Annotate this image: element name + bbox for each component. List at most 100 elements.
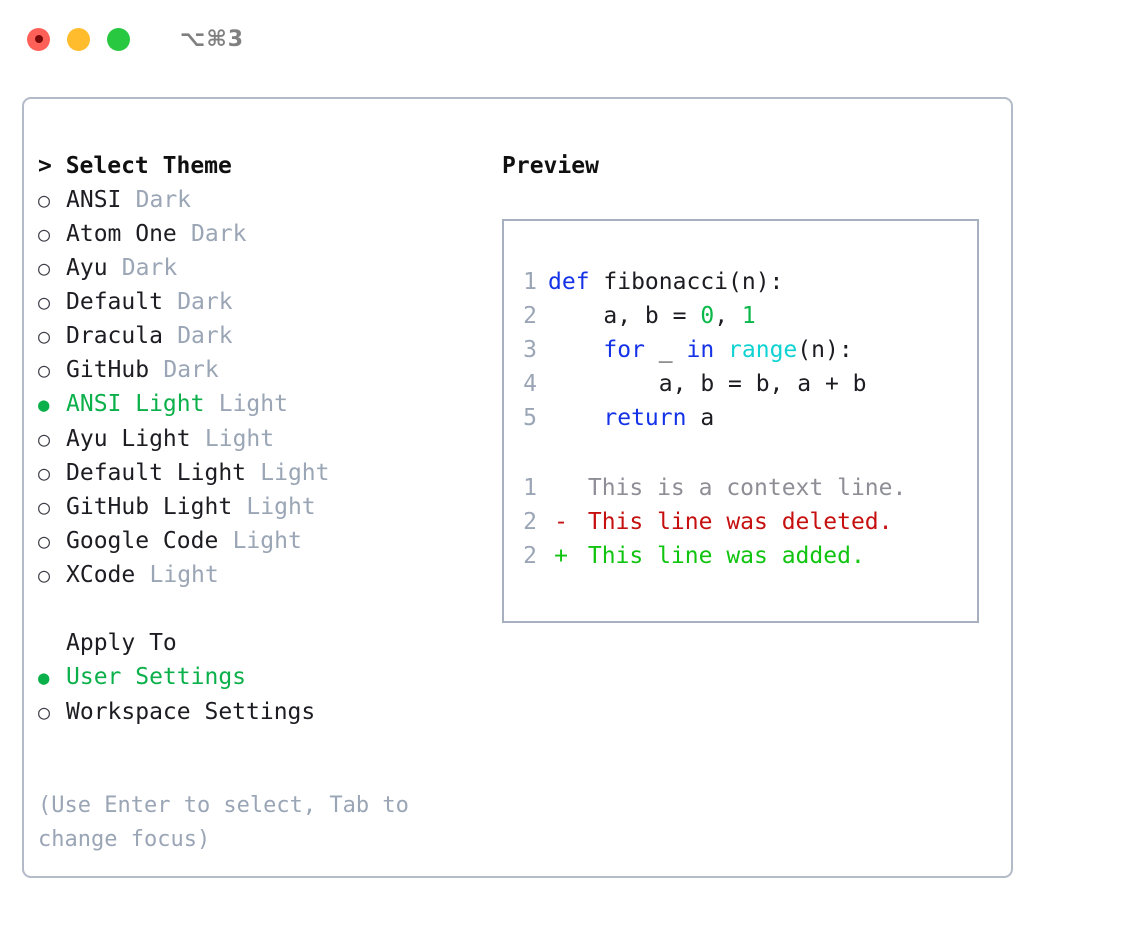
code-token-plain — [548, 405, 603, 431]
theme-variant-badge: Dark — [163, 357, 219, 383]
apply-to-option[interactable]: ●User Settings — [38, 660, 478, 695]
radio-unselected-icon: ○ — [38, 188, 51, 212]
radio-unselected-icon: ○ — [38, 495, 51, 519]
apply-to-section: ○ Apply To ●User Settings○Workspace Sett… — [38, 626, 478, 729]
diff-sign: - — [554, 509, 568, 535]
radio-unselected-icon: ○ — [38, 358, 51, 382]
code-line: 2 a, b = 0, 1 — [504, 299, 977, 333]
code-token-fn: range — [728, 337, 798, 363]
theme-name-label: Dracula — [66, 323, 163, 349]
code-line-number: 3 — [523, 337, 537, 363]
radio-unselected-icon: ○ — [38, 563, 51, 587]
theme-list-item[interactable]: ○ Default Dark — [38, 285, 478, 319]
theme-variant-badge: Dark — [121, 255, 178, 281]
radio-unselected-icon: ○ — [38, 290, 51, 314]
theme-name-label: GitHub — [66, 357, 150, 383]
diff-sign: + — [554, 543, 568, 569]
theme-name-label: Google Code — [66, 528, 219, 554]
diff-line-deleted: 2- This line was deleted. — [504, 505, 977, 539]
theme-variant-badge: Light — [246, 494, 316, 520]
code-line-number: 2 — [523, 303, 537, 329]
apply-to-label: User Settings — [66, 664, 247, 690]
theme-variant-badge: Dark — [191, 221, 247, 247]
code-line-number: 5 — [523, 405, 537, 431]
preview-title: Preview — [502, 153, 599, 179]
theme-list-item[interactable]: ○ Dracula Dark — [38, 319, 478, 353]
diff-line-added: 2+ This line was added. — [504, 539, 977, 573]
diff-line-text: This line was deleted. — [574, 509, 893, 535]
code-line-content: def fibonacci(n): — [548, 265, 783, 299]
theme-name-label: Ayu Light — [66, 426, 191, 452]
apply-to-header-row: ○ Apply To — [38, 626, 478, 660]
keyboard-hint-text: (Use Enter to select, Tab to change focu… — [38, 793, 423, 852]
diff-line-number: 1 — [523, 475, 537, 501]
keyboard-shortcut-label: ⌥⌘3 — [180, 26, 245, 52]
code-token-plain — [714, 337, 728, 363]
code-line: 5 return a — [504, 401, 977, 435]
apply-to-list: ●User Settings○Workspace Settings — [38, 660, 478, 729]
theme-variant-badge: Dark — [177, 289, 233, 315]
code-line-number: 4 — [523, 371, 537, 397]
code-line-content: a, b = b, a + b — [548, 367, 867, 401]
diff-sample-block: 1 This is a context line.2- This line wa… — [504, 471, 977, 573]
maximize-button[interactable] — [107, 27, 130, 51]
theme-name-label: Atom One — [66, 221, 177, 247]
theme-name-label: ANSI Light — [66, 391, 205, 417]
code-line-content: return a — [548, 401, 714, 435]
diff-line-number: 2 — [523, 543, 537, 569]
theme-variant-badge: Dark — [177, 323, 233, 349]
code-line: 4 a, b = b, a + b — [504, 367, 977, 401]
theme-list-item[interactable]: ● ANSI Light Light — [38, 387, 478, 422]
code-line: 3 for _ in range(n): — [504, 333, 977, 367]
theme-variant-badge: Light — [260, 460, 330, 486]
traffic-light-group — [27, 27, 130, 51]
radio-unselected-icon: ○ — [38, 222, 51, 246]
theme-name-label: ANSI — [66, 187, 122, 213]
code-line-content: a, b = 0, 1 — [548, 299, 756, 333]
theme-name-label: Ayu — [66, 255, 108, 281]
code-line-content: for _ in range(n): — [548, 333, 853, 367]
code-token-num: 1 — [741, 303, 756, 329]
diff-line-context: 1 This is a context line. — [504, 471, 977, 505]
code-token-num: 0 — [700, 303, 715, 329]
code-token-plain: a — [686, 405, 715, 431]
radio-unselected-icon: ○ — [38, 529, 51, 553]
code-token-kw: for — [603, 337, 645, 363]
theme-list-item[interactable]: ○ Atom One Dark — [38, 217, 478, 251]
code-token-kw: in — [686, 337, 715, 363]
minimize-button[interactable] — [67, 27, 90, 51]
theme-variant-badge: Light — [218, 391, 288, 417]
code-token-kw: return — [603, 405, 687, 431]
apply-to-label: Workspace Settings — [66, 699, 316, 725]
radio-unselected-icon: ○ — [38, 427, 51, 451]
code-token-plain: (n): — [797, 337, 853, 363]
theme-variant-badge: Light — [149, 562, 219, 588]
code-token-plain: fibonacci(n): — [589, 269, 784, 295]
theme-list-item[interactable]: ○ ANSI Dark — [38, 183, 478, 217]
code-token-plain: a, b = b, a + b — [548, 371, 867, 397]
theme-name-label: Default — [66, 289, 163, 315]
theme-name-label: XCode — [66, 562, 136, 588]
radio-selected-icon: ● — [38, 394, 50, 416]
diff-line-text: This is a context line. — [574, 475, 907, 501]
theme-list-item[interactable]: ○ GitHub Dark — [38, 353, 478, 387]
apply-to-header: Apply To — [66, 630, 177, 656]
code-token-plain: _ — [644, 337, 687, 363]
apply-to-option[interactable]: ○Workspace Settings — [38, 695, 478, 729]
close-button[interactable] — [27, 27, 50, 51]
theme-list-item[interactable]: ○ XCode Light — [38, 558, 478, 592]
theme-variant-badge: Dark — [135, 187, 192, 213]
diff-sign — [548, 471, 574, 505]
radio-unselected-icon: ○ — [38, 324, 51, 348]
